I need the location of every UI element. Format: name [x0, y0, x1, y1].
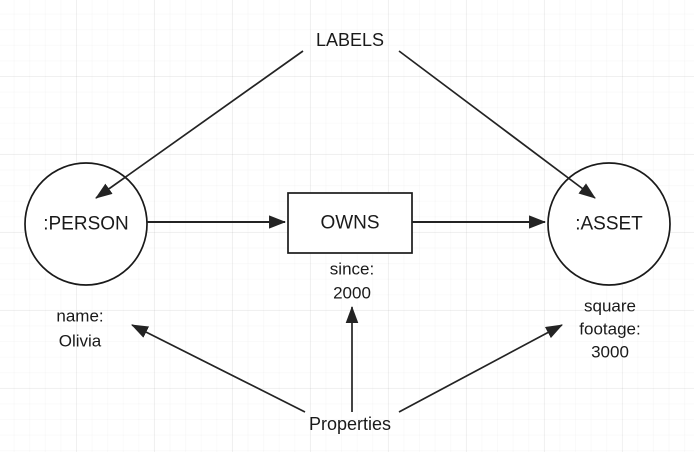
person-property-line-1: name: [56, 306, 104, 326]
relationship-property-line-1: since: [329, 259, 375, 279]
leader-properties-to-asset-property [398, 324, 563, 413]
person-property-line-2: Olivia [58, 331, 102, 351]
relationship-owns-label: OWNS [320, 212, 380, 234]
asset-property-line-2: footage: [579, 319, 641, 339]
leader-properties-to-person-property [131, 324, 306, 413]
relationship-property-line-2: 2000 [333, 283, 371, 303]
leader-labels-to-person [95, 50, 304, 199]
annotation-properties: Properties [308, 414, 392, 434]
leader-labels-to-asset [398, 50, 596, 199]
annotation-labels: LABELS [315, 30, 385, 50]
node-person-label: :PERSON [43, 213, 129, 235]
node-asset-label: :ASSET [575, 213, 643, 235]
node-person[interactable] [24, 162, 148, 286]
relationship-box-owns[interactable] [287, 192, 413, 254]
asset-property-line-1: square [584, 296, 636, 316]
asset-property-line-3: 3000 [591, 342, 629, 362]
